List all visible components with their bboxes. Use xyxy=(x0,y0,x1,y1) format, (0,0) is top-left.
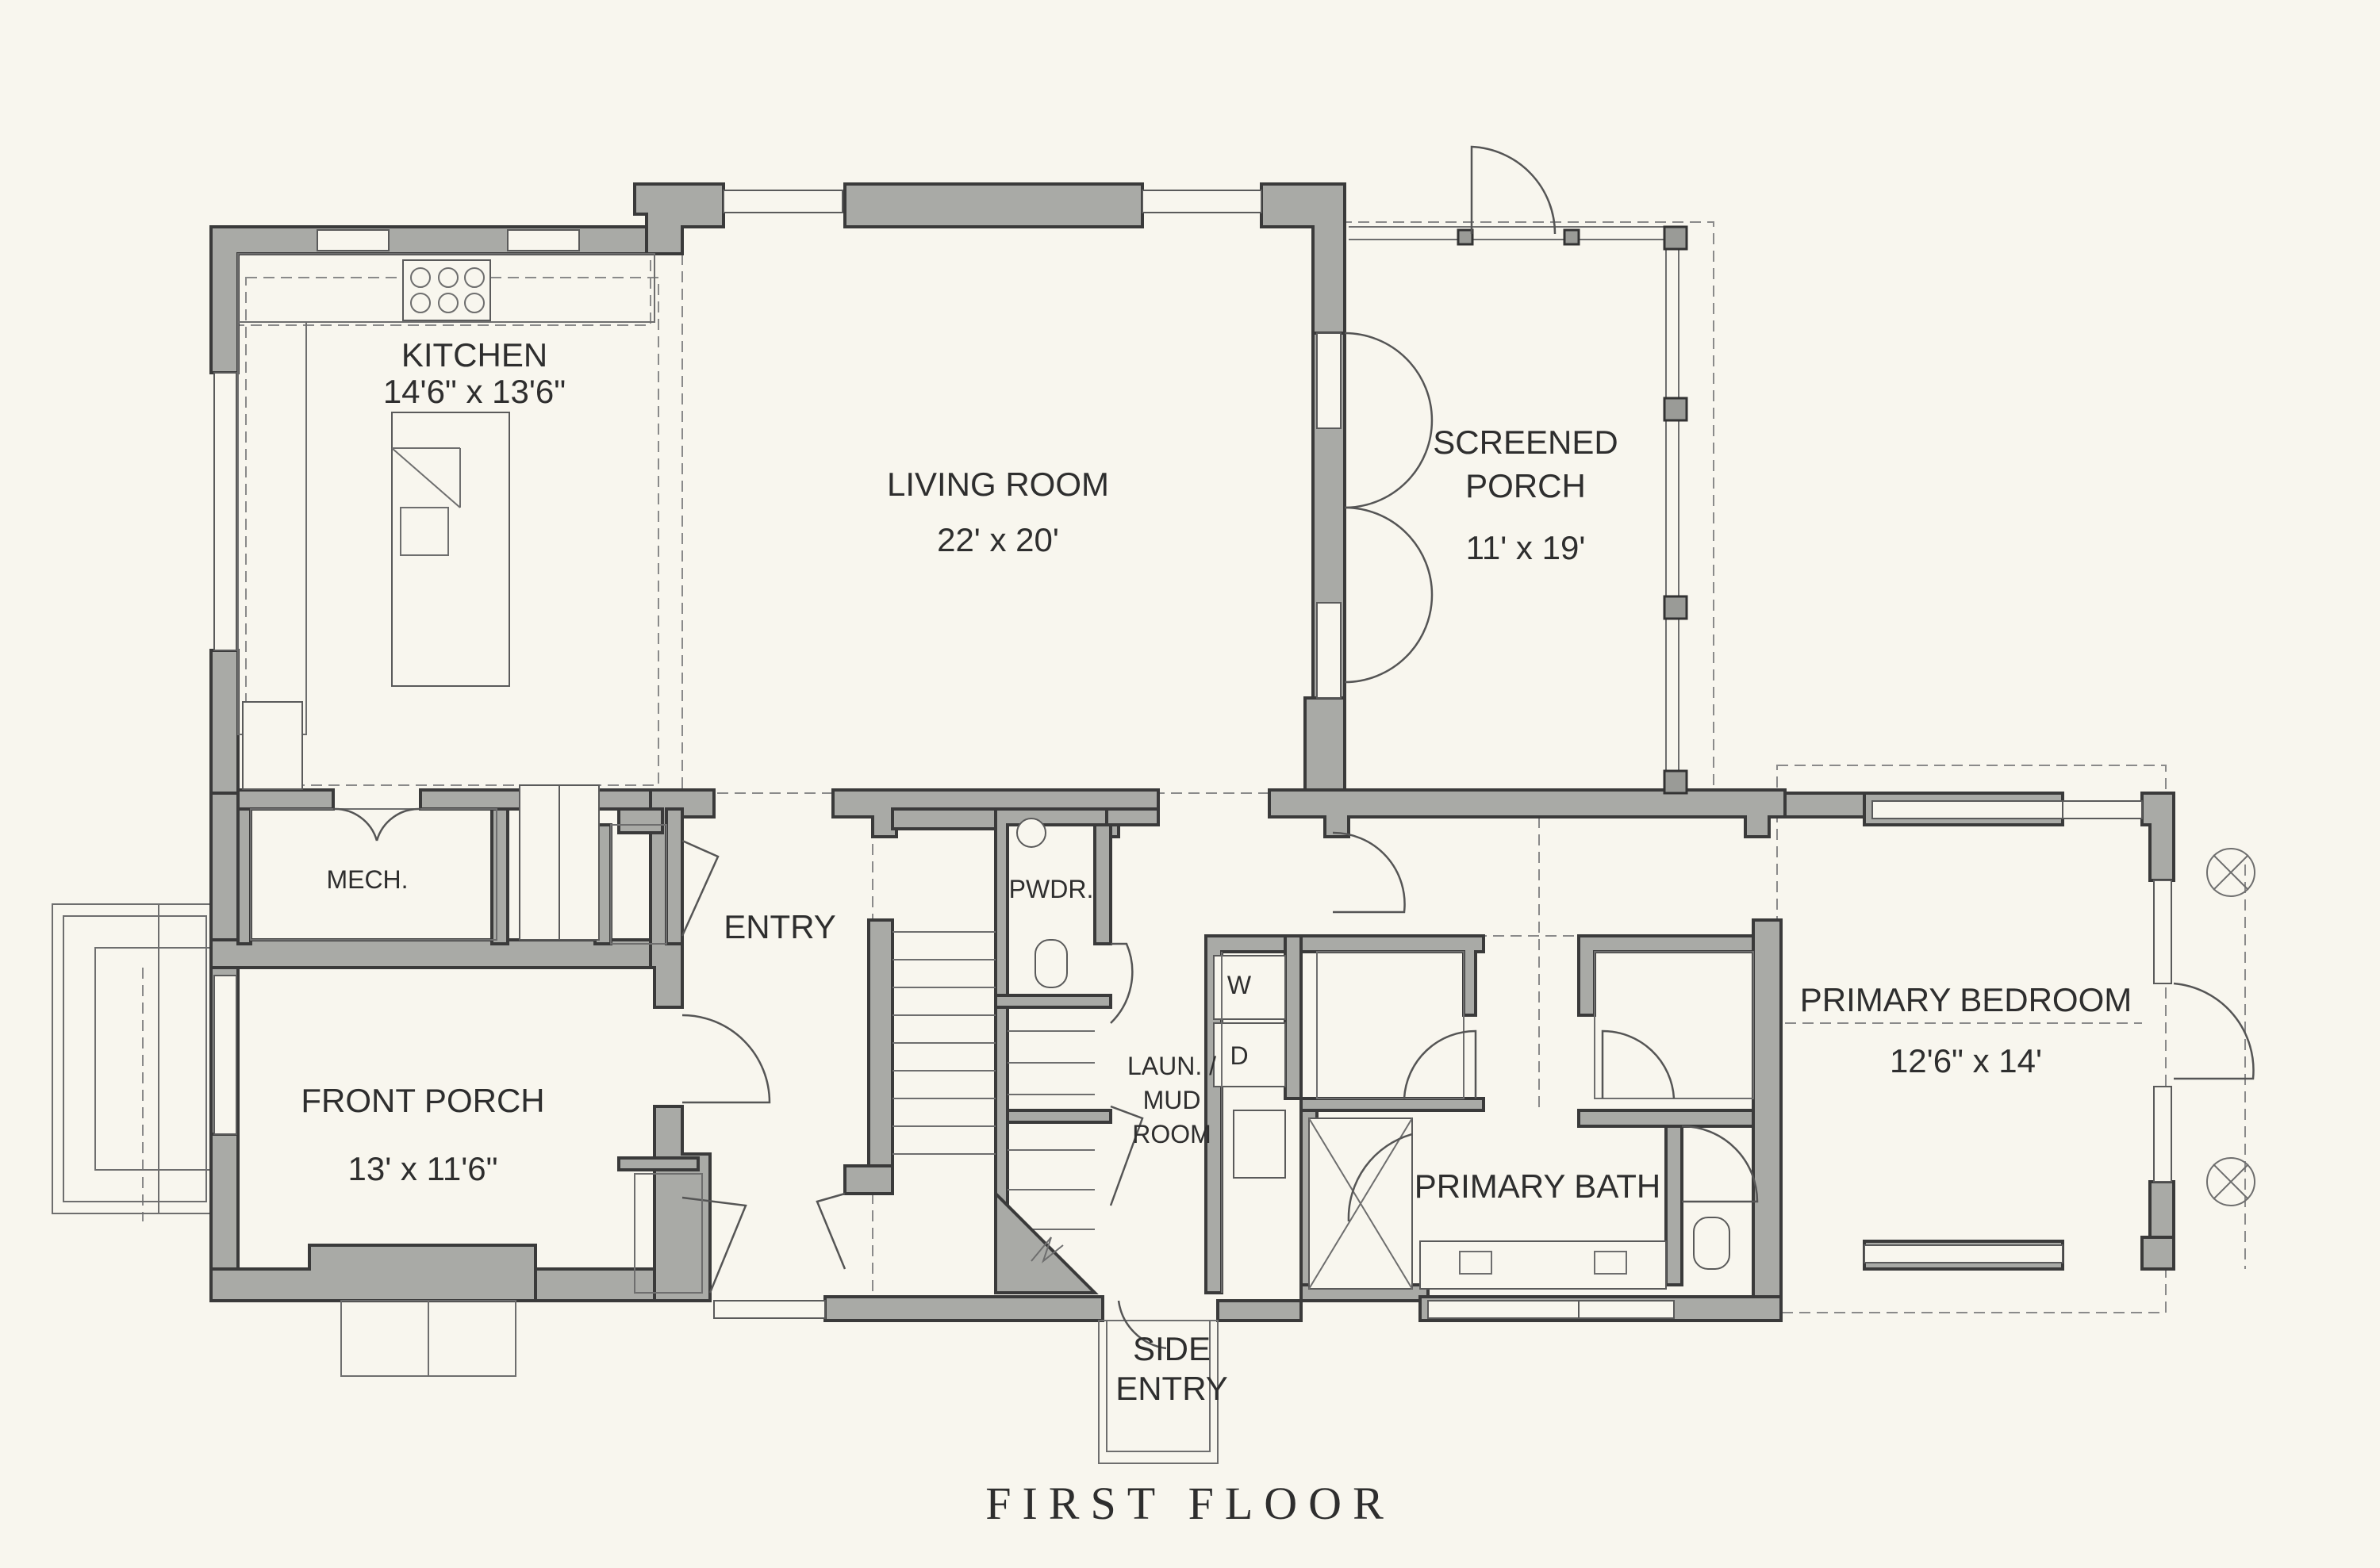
sink-icon xyxy=(400,507,449,556)
screened-porch-name-1: SCREENED xyxy=(1433,424,1618,461)
mech-name: MECH. xyxy=(326,865,408,894)
side-entry-steps xyxy=(1098,1300,1219,1464)
stair-treads xyxy=(892,931,1095,1230)
side-entry-line-2: ENTRY xyxy=(1115,1370,1228,1407)
front-porch-dims: 13' x 11'6" xyxy=(348,1150,498,1187)
entry-name: ENTRY xyxy=(724,908,836,945)
front-porch-steps xyxy=(52,903,215,1214)
front-porch-name: FRONT PORCH xyxy=(301,1082,544,1119)
kitchen-fixtures xyxy=(237,253,655,790)
washer-icon xyxy=(1213,955,1286,1020)
plan-title: FIRST FLOOR xyxy=(985,1478,1395,1529)
front-porch-stoop xyxy=(340,1300,516,1377)
appliance-washer: W xyxy=(1227,971,1252,999)
dryer-icon xyxy=(1213,1022,1286,1087)
side-entry-line-1: SIDE xyxy=(1133,1330,1211,1367)
screened-porch-name-2: PORCH xyxy=(1465,467,1586,504)
closet-shelf xyxy=(519,784,560,941)
toilet-icon xyxy=(1035,939,1068,988)
bath-toilet-icon xyxy=(1693,1217,1730,1270)
appliance-dryer: D xyxy=(1230,1041,1248,1070)
powder-room-fixtures xyxy=(1016,818,1134,1024)
bedroom-exterior-details xyxy=(1332,831,2255,1206)
laundry-line-2: MUD xyxy=(1143,1086,1201,1114)
room-labels: KITCHEN 14'6" x 13'6" LIVING ROOM 22' x … xyxy=(301,336,2132,1529)
laundry-line-3: ROOM xyxy=(1132,1120,1211,1148)
laundry-fixtures xyxy=(1109,952,1286,1293)
living-room-dims: 22' x 20' xyxy=(937,521,1059,558)
mech-area xyxy=(250,784,667,945)
screened-porch-structure xyxy=(1344,145,1688,795)
living-room-name: LIVING ROOM xyxy=(887,466,1109,503)
pwdr-name: PWDR. xyxy=(1009,875,1094,903)
range-icon xyxy=(402,259,491,321)
screened-porch-dims: 11' x 19' xyxy=(1466,529,1586,566)
fridge-icon xyxy=(242,701,303,790)
kitchen-island xyxy=(391,412,510,687)
powder-sink-icon xyxy=(1016,818,1046,848)
laundry-line-1: LAUN. / xyxy=(1127,1052,1216,1080)
laundry-sink-icon xyxy=(1233,1110,1286,1179)
primary-bath-name: PRIMARY BATH xyxy=(1415,1167,1660,1205)
kitchen-dims: 14'6" x 13'6" xyxy=(383,373,566,410)
primary-bedroom-dims: 12'6" x 14' xyxy=(1890,1042,2042,1079)
primary-bedroom-name: PRIMARY BEDROOM xyxy=(1800,981,2132,1018)
entry-stairs xyxy=(634,839,1099,1294)
windows xyxy=(213,190,2172,1319)
primary-bath-fixtures xyxy=(1308,951,1759,1290)
kitchen-name: KITCHEN xyxy=(401,336,547,374)
vanity-icon xyxy=(1419,1240,1667,1290)
